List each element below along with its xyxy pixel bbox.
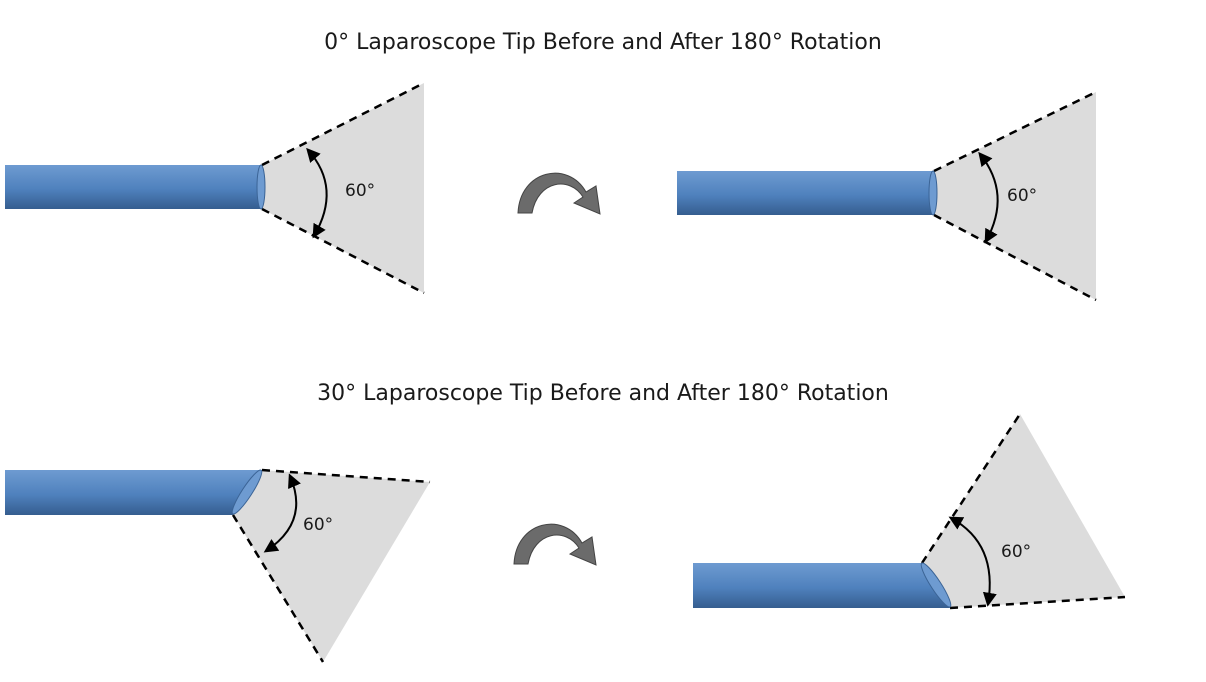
- fov-edge-lower: [933, 213, 1097, 302]
- scope-shaft: [693, 563, 950, 608]
- diagram-title-0-degree: 0° Laparoscope Tip Before and After 180°…: [324, 30, 882, 55]
- field-of-view-cone: [934, 92, 1096, 300]
- field-of-view-cone: [922, 414, 1125, 608]
- fov-edge-upper: [261, 81, 425, 167]
- scope-lens: [928, 170, 938, 216]
- rotation-arrow-icon: [513, 523, 597, 566]
- angle-arc: [948, 516, 997, 607]
- angle-arc: [306, 147, 328, 239]
- fov-edge-upper: [920, 413, 1022, 564]
- angle-label: 60°: [1001, 542, 1031, 562]
- fov-edge-upper: [933, 90, 1097, 173]
- scope-shaft: [677, 171, 934, 215]
- fov-edge-lower: [261, 207, 425, 295]
- scope-30deg-after: 60°: [693, 413, 1126, 610]
- scope-0deg-before: 60°: [5, 81, 425, 295]
- scope-lens: [920, 562, 952, 608]
- field-of-view-cone: [233, 470, 430, 662]
- scope-lens: [256, 164, 266, 210]
- fov-edge-lower: [231, 514, 325, 663]
- scope-lens: [231, 469, 263, 515]
- fov-edge-upper: [261, 468, 431, 484]
- diagram-title-30-degree: 30° Laparoscope Tip Before and After 180…: [317, 381, 889, 406]
- rotation-arrow-icon: [517, 172, 601, 215]
- angle-arc: [263, 473, 301, 553]
- scope-30deg-before: 60°: [5, 468, 431, 663]
- scope-0deg-after: 60°: [677, 90, 1097, 302]
- scope-shaft: [5, 470, 262, 515]
- angle-label: 60°: [345, 181, 375, 201]
- angle-label: 60°: [1007, 186, 1037, 206]
- field-of-view-cone: [262, 83, 424, 293]
- angle-arc: [978, 151, 999, 244]
- scope-shaft: [5, 165, 262, 209]
- angle-label: 60°: [303, 515, 333, 535]
